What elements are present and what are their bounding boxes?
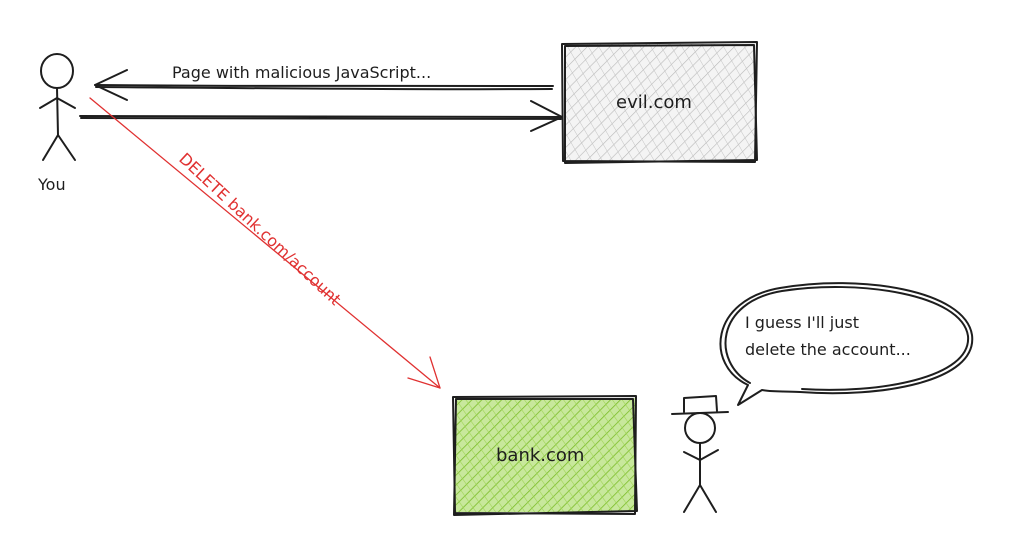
response-arrow <box>94 69 554 101</box>
bank-server-label: bank.com <box>496 445 584 466</box>
attack-label: DELETE bank.com/account <box>175 149 345 309</box>
banker-head <box>684 412 716 444</box>
banker-hat-top <box>683 395 718 413</box>
banker-arms <box>683 449 719 461</box>
you-legs <box>42 134 76 161</box>
you-arms <box>39 97 76 109</box>
speech-line-2: delete the account... <box>745 340 911 359</box>
evil-server-box <box>561 41 758 164</box>
speech-line-1: I guess I'll just <box>745 313 859 332</box>
banker-stick-figure <box>671 395 729 513</box>
request-arrow <box>79 100 563 132</box>
you-head <box>40 53 74 89</box>
evil-server-label: evil.com <box>616 92 692 113</box>
bank-server-box <box>452 395 638 516</box>
you-stick-figure <box>39 53 76 161</box>
response-label: Page with malicious JavaScript... <box>172 63 431 82</box>
banker-legs <box>683 484 717 513</box>
you-label: You <box>37 175 66 194</box>
you-body <box>56 87 59 136</box>
attack-arrow <box>89 97 441 389</box>
speech-bubble <box>719 282 974 406</box>
